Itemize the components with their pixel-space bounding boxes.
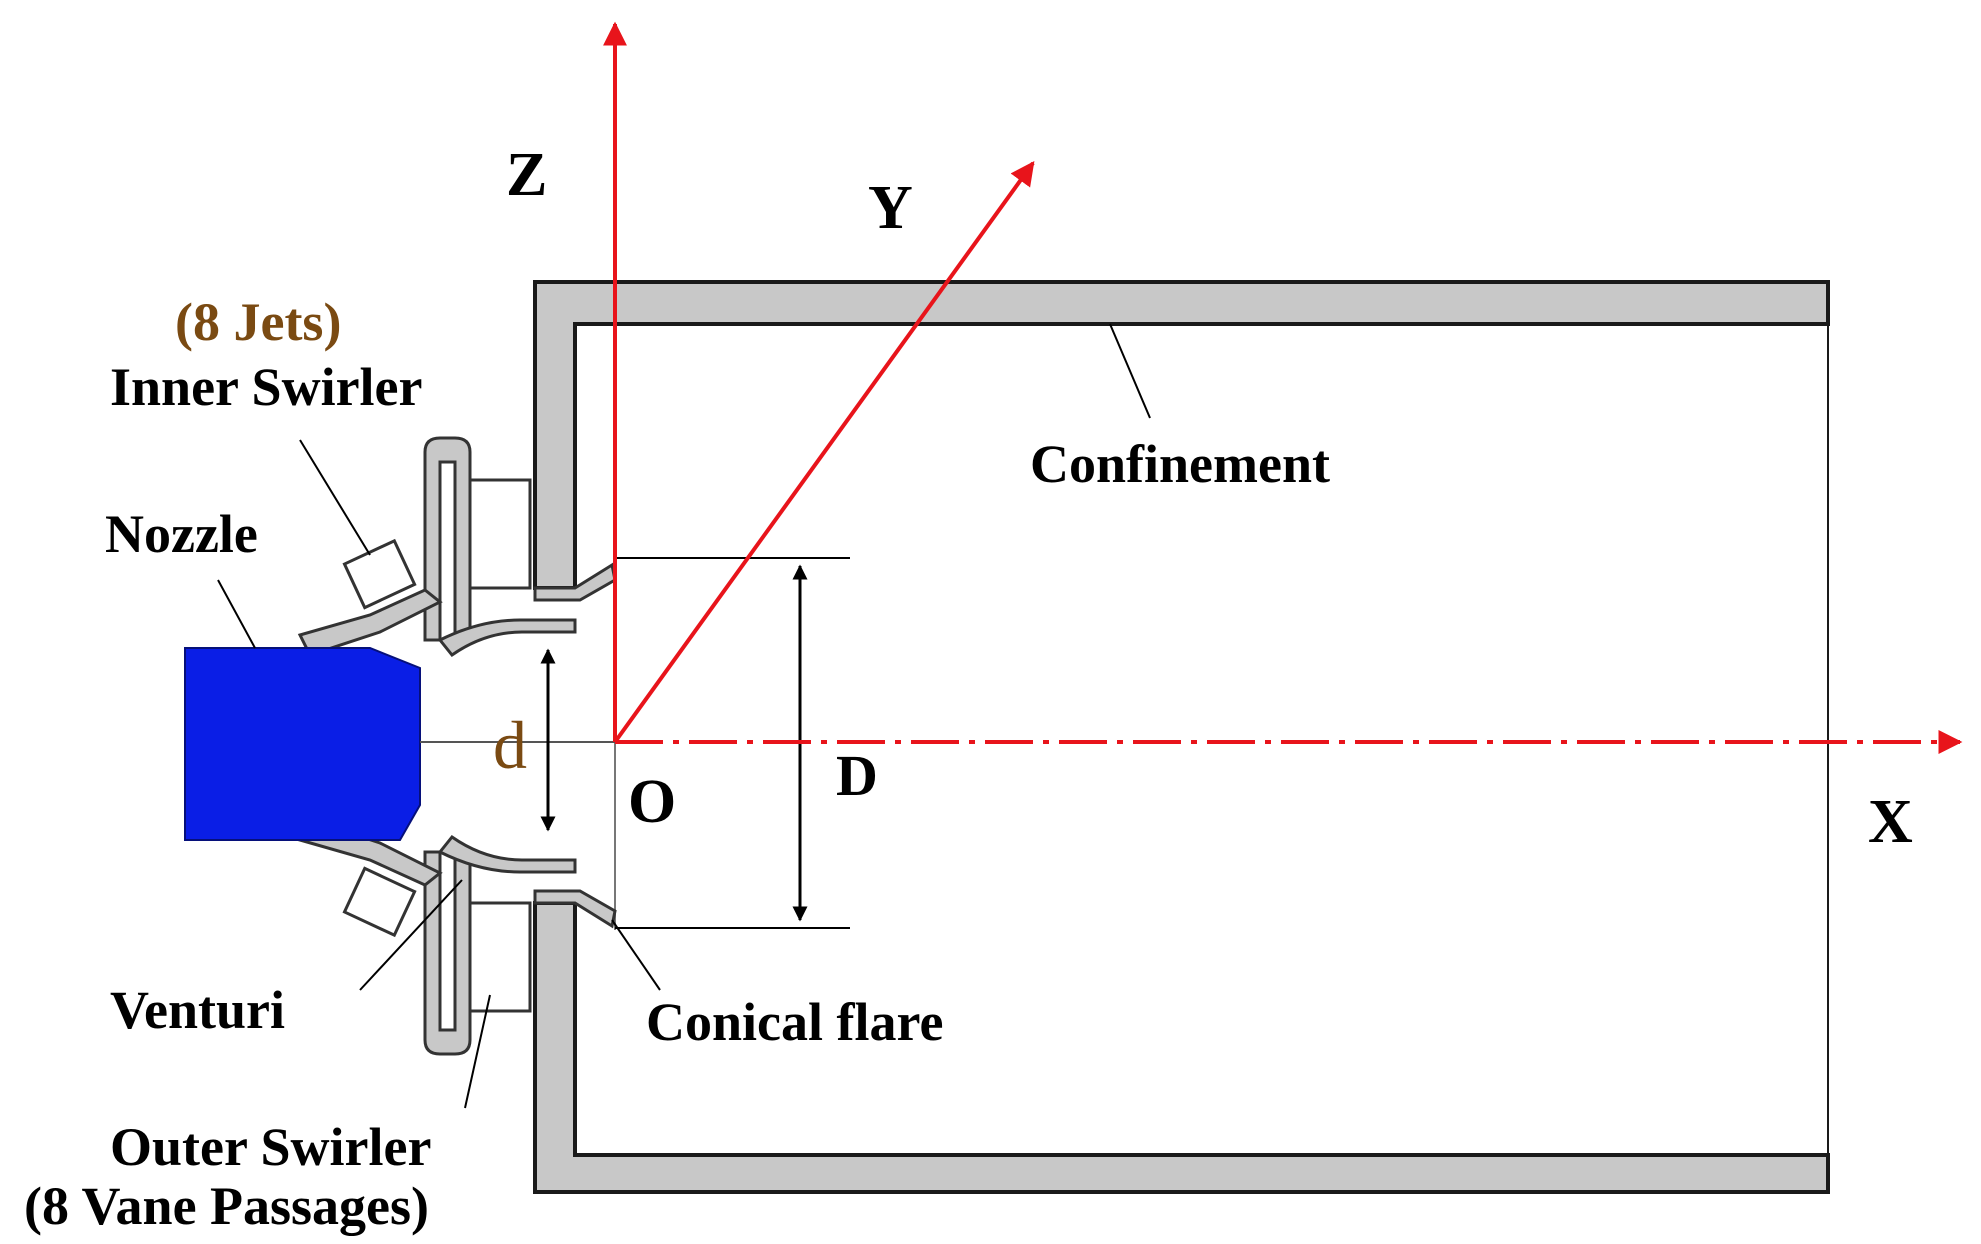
venturi-label: Venturi [110,980,285,1040]
swirler-assembly-lower [297,818,617,1056]
confinement-walls [533,280,1830,1194]
x-axis-label: X [1868,788,1913,856]
venturi-leader [359,879,463,991]
nozzle-leader [217,579,256,649]
inner-swirler-jet-upper [342,538,417,610]
confinement-label: Confinement [1030,434,1330,494]
conical-flare-leader [611,919,661,991]
origin-label: O [628,768,676,836]
outer-swirler-vane-lower [423,850,472,1056]
venturi-upper [437,618,577,658]
swirler-spacer-upper [468,478,532,590]
inner-swirler-label: Inner Swirler [110,357,422,417]
jets-label: (8 Jets) [175,292,341,352]
swirler-spacer-lower [468,901,532,1013]
nozzle [184,647,615,841]
small-diameter-label: d [493,707,527,783]
inner-swirler-leader [299,439,371,556]
outer-swirler-vane-upper [423,436,472,642]
nozzle-body [184,647,421,841]
y-axis [613,161,1035,744]
large-diameter-label: D [836,743,878,808]
y-axis-label: Y [868,174,913,242]
nozzle-label: Nozzle [105,504,258,564]
outer-swirler-leader [464,994,491,1109]
coordinate-axes [603,21,1963,754]
venturi-lower [437,834,577,874]
swirler-assembly-upper [297,436,617,658]
leader-lines [217,323,1151,1109]
vane-passages-label: (8 Vane Passages) [24,1176,429,1236]
inner-swirler-jet-lower [342,866,417,938]
z-axis-label: Z [506,141,547,209]
confinement-leader [1109,323,1151,419]
conical-flare-label: Conical flare [646,992,943,1052]
outer-swirler-label: Outer Swirler [110,1117,431,1177]
conical-flare-lower [533,889,617,929]
